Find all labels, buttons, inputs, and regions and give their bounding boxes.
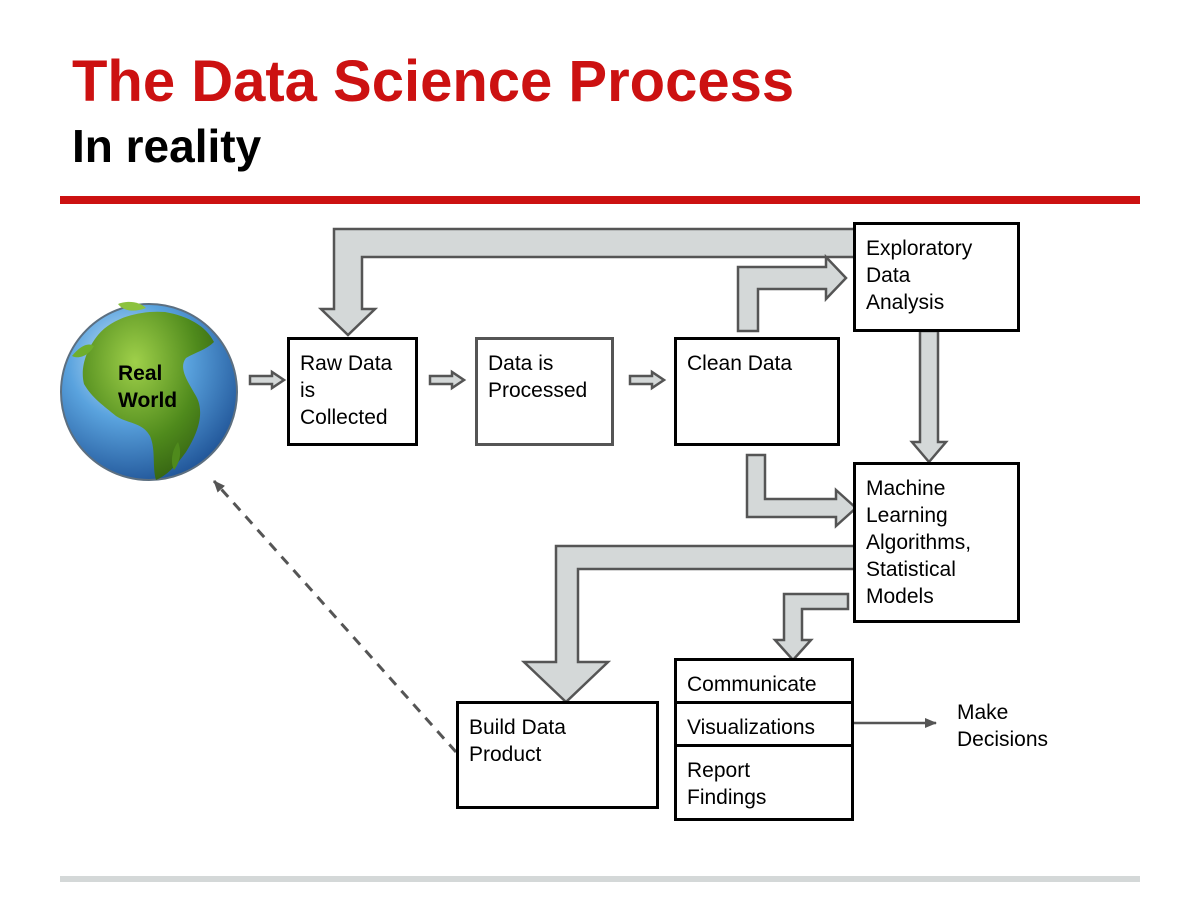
- footer-divider: [60, 876, 1140, 882]
- arrow-ml-to-build: [520, 544, 858, 704]
- title-divider: [60, 196, 1140, 204]
- arrow-clean-to-eda: [736, 253, 848, 333]
- arrow-eda-to-ml: [909, 329, 949, 464]
- slide-title: The Data Science Process: [72, 49, 795, 114]
- earth-globe-icon: [60, 301, 238, 481]
- build-data-product-box: Build Data Product: [456, 701, 659, 809]
- ml-models-box: Machine Learning Algorithms, Statistical…: [853, 462, 1020, 623]
- raw-data-box: Raw Data is Collected: [287, 337, 418, 446]
- make-decisions-label: Make Decisions: [957, 701, 1049, 751]
- data-processed-box: Data is Processed: [475, 337, 614, 446]
- real-world-label: Real World: [118, 362, 178, 412]
- arrow-processed-to-clean: [628, 369, 667, 391]
- arrow-raw-to-processed: [428, 369, 467, 391]
- arrow-world-to-raw: [248, 369, 287, 391]
- slide-subtitle: In reality: [72, 120, 262, 172]
- feedback-dashed-arrow: [212, 480, 458, 753]
- visualizations-box: Visualizations: [674, 701, 854, 747]
- report-findings-box: Report Findings: [674, 744, 854, 821]
- communicate-box: Communicate: [674, 658, 854, 704]
- exploratory-analysis-box: Exploratory Data Analysis: [853, 222, 1020, 332]
- arrow-eda-to-raw: [317, 227, 858, 337]
- clean-data-box: Clean Data: [674, 337, 840, 446]
- arrow-clean-to-ml: [745, 453, 858, 529]
- arrow-ml-to-communicate: [772, 592, 850, 662]
